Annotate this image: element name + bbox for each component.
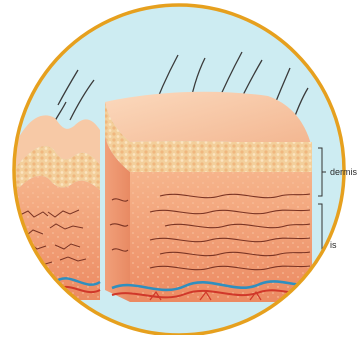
lower-layer-label: is	[330, 240, 337, 250]
upper-layer-label: dermis	[330, 167, 357, 177]
aged-skin-block	[10, 115, 100, 300]
young-skin-block	[105, 92, 312, 302]
